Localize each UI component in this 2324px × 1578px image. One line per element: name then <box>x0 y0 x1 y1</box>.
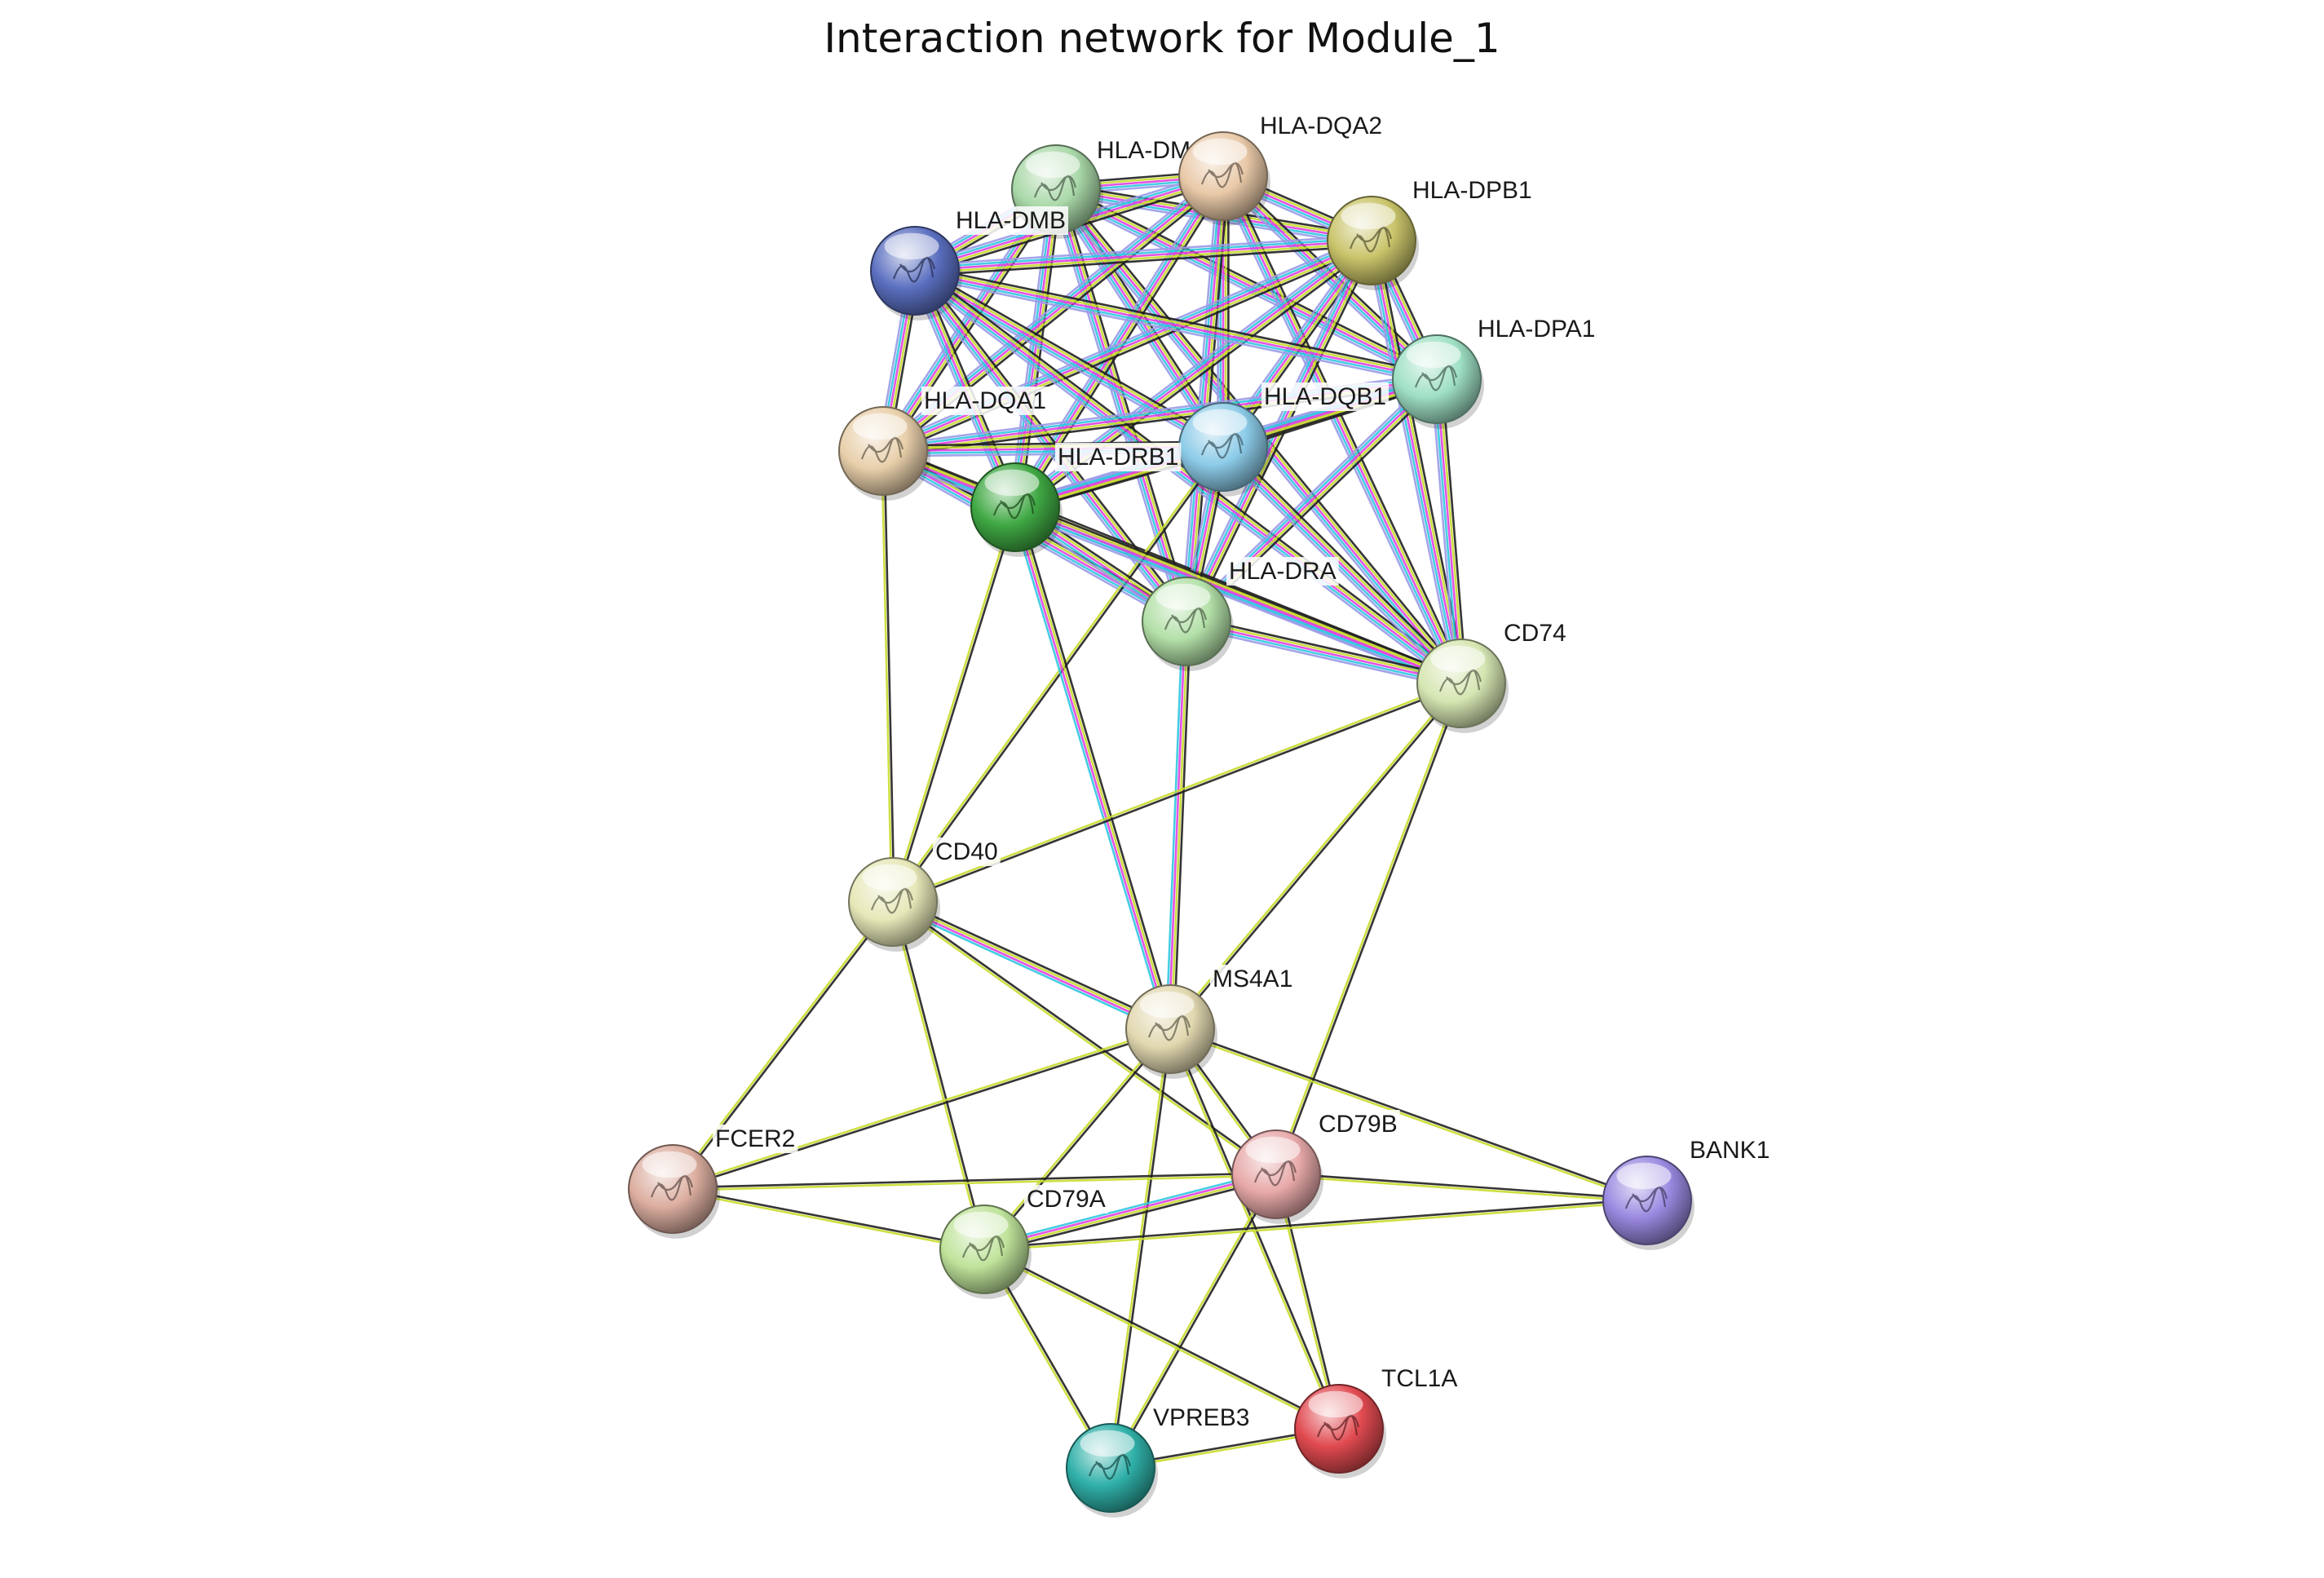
node-hla-dpa1[interactable]: HLA-DPA1 <box>1392 315 1598 429</box>
node-label: HLA-DQA1 <box>924 387 1046 414</box>
node-label: CD74 <box>1504 620 1566 647</box>
structure-icon <box>961 1235 1005 1262</box>
node-cd40[interactable]: CD40 <box>848 838 1001 952</box>
edge-layer <box>670 170 1648 1470</box>
edge-FCER2-CD79B <box>672 1172 1277 1191</box>
node-cd74[interactable]: CD74 <box>1416 619 1569 733</box>
node-cd79b[interactable]: CD79B <box>1231 1110 1400 1224</box>
edge-CD40-FCER2 <box>670 900 895 1191</box>
edge-CD79A-BANK1 <box>983 1198 1648 1252</box>
structure-icon <box>1349 226 1393 253</box>
node-label: HLA-DRA <box>1229 558 1337 585</box>
node-label: HLA-DQB1 <box>1264 383 1386 410</box>
edge-MS4A1-FCER2 <box>672 1027 1171 1191</box>
node-hla-dpb1[interactable]: HLA-DPB1 <box>1327 176 1535 290</box>
structure-icon <box>650 1174 694 1201</box>
node-label: TCL1A <box>1381 1365 1457 1392</box>
edge-CD79B-VPREB3 <box>1108 1173 1279 1470</box>
node-hla-dmb[interactable]: HLA-DMB <box>870 206 1069 320</box>
structure-icon <box>1624 1186 1668 1213</box>
edge-CD79B-BANK1 <box>1275 1172 1648 1203</box>
edge-HLA-DMB-HLA-DPA1 <box>913 264 1438 386</box>
structure-icon <box>1414 365 1458 391</box>
structure-icon <box>1164 607 1208 634</box>
edge-HLA-DRA-MS4A1 <box>1164 621 1192 1030</box>
structure-icon <box>1147 1014 1191 1041</box>
edge-HLA-DRB1-CD40 <box>890 506 1018 903</box>
node-bank1[interactable]: BANK1 <box>1602 1136 1773 1250</box>
edge-HLA-DPB1-HLA-DMB <box>914 234 1372 277</box>
node-fcer2[interactable]: FCER2 <box>628 1125 798 1239</box>
node-vpreb3[interactable]: VPREB3 <box>1066 1403 1253 1518</box>
structure-icon <box>1088 1453 1132 1480</box>
edge-FCER2-CD79A <box>672 1187 985 1252</box>
structure-icon <box>992 493 1036 519</box>
node-label: MS4A1 <box>1213 966 1292 992</box>
edge-CD79B-CD79A <box>983 1169 1278 1254</box>
node-label: FCER2 <box>715 1125 795 1152</box>
edge-CD79A-TCL1A <box>983 1247 1341 1431</box>
node-label: HLA-DRB1 <box>1058 444 1178 471</box>
node-layer: HLA-DMAHLA-DQA2HLA-DPB1HLA-DMBHLA-DPA1HL… <box>628 112 1773 1518</box>
node-label: CD40 <box>935 838 998 865</box>
node-hla-drb1[interactable]: HLA-DRB1 <box>970 443 1182 557</box>
structure-icon <box>1316 1414 1360 1441</box>
edge-MS4A1-CD79A <box>982 1028 1173 1251</box>
node-tcl1a[interactable]: TCL1A <box>1294 1364 1460 1479</box>
structure-icon <box>1200 432 1244 459</box>
structure-icon <box>1033 175 1077 201</box>
edge-MS4A1-BANK1 <box>1169 1027 1648 1203</box>
edge-HLA-DQA2-CD74 <box>1217 173 1467 687</box>
node-hla-dqa2[interactable]: HLA-DQA2 <box>1178 112 1385 226</box>
edge-HLA-DQA1-CD40 <box>881 450 895 903</box>
node-ms4a1[interactable]: MS4A1 <box>1125 965 1296 1079</box>
edge-HLA-DRA-CD74 <box>1185 615 1463 690</box>
edge-HLA-DRB1-CD74 <box>1013 501 1464 690</box>
node-cd79a[interactable]: CD79A <box>939 1185 1108 1299</box>
edge-CD74-CD79B <box>1274 682 1464 1176</box>
structure-icon <box>1200 161 1244 188</box>
edge-HLA-DPA1-CD74 <box>1430 378 1468 684</box>
node-label: HLA-DPA1 <box>1478 316 1596 343</box>
edge-MS4A1-VPREB3 <box>1108 1028 1173 1469</box>
edge-CD40-MS4A1 <box>890 897 1173 1034</box>
node-label: VPREB3 <box>1153 1404 1249 1431</box>
node-label: HLA-DPB1 <box>1412 177 1532 204</box>
node-hla-dqa1[interactable]: HLA-DQA1 <box>838 387 1049 501</box>
edge-HLA-DQB1-CD40 <box>890 445 1226 904</box>
structure-icon <box>892 256 936 283</box>
structure-icon <box>860 436 904 463</box>
page-title: Interaction network for Module_1 <box>824 15 1500 62</box>
node-label: BANK1 <box>1690 1137 1770 1164</box>
node-label: CD79B <box>1319 1111 1398 1138</box>
edge-CD40-CD79A <box>890 901 987 1250</box>
edge-HLA-DRB1-MS4A1 <box>1010 506 1175 1031</box>
node-label: HLA-DMB <box>956 207 1066 234</box>
node-label: HLA-DQA2 <box>1260 113 1382 139</box>
edge-HLA-DPB1-CD74 <box>1365 239 1468 685</box>
node-hla-dra[interactable]: HLA-DRA <box>1142 557 1339 671</box>
structure-icon <box>1438 669 1482 696</box>
structure-icon <box>1253 1160 1297 1187</box>
node-label: CD79A <box>1027 1186 1106 1213</box>
structure-icon <box>870 887 914 914</box>
edge-HLA-DMA-HLA-DPA1 <box>1053 183 1440 385</box>
node-hla-dqb1[interactable]: HLA-DQB1 <box>1178 382 1390 497</box>
